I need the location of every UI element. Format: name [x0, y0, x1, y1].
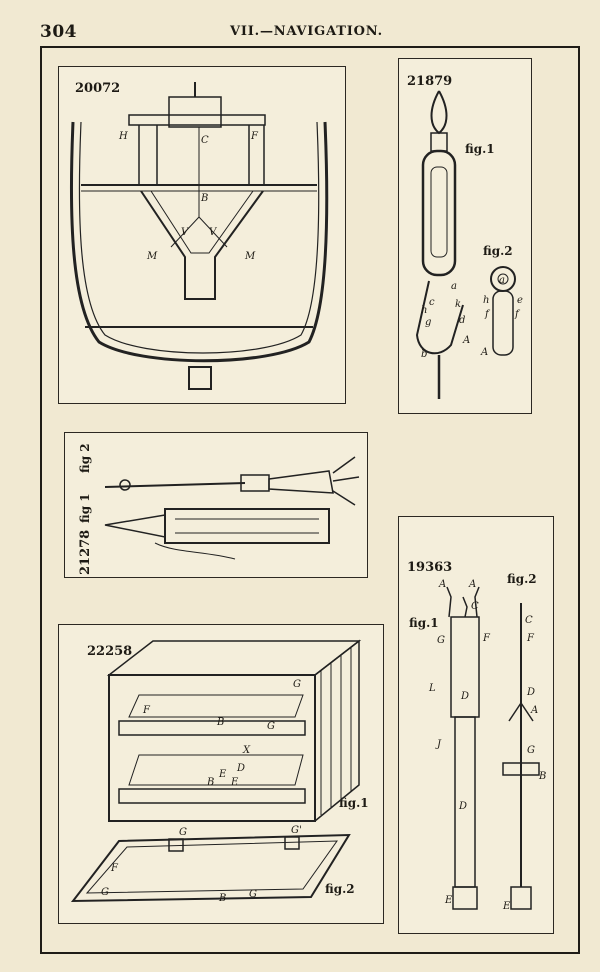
figure-19363: 19363 fig.1 fig.2 A A C G F L D J D E C … [398, 516, 554, 934]
letter: A [530, 705, 538, 716]
letter: G [437, 635, 445, 646]
figure-21278: 21278 fig 1 fig 2 [64, 432, 368, 578]
letter: A [468, 579, 476, 590]
letter: J [435, 739, 442, 750]
letter: X [242, 745, 251, 756]
patent-number-21879: 21879 [407, 74, 452, 89]
fig-label: fig.2 [483, 244, 513, 258]
letter: G [527, 745, 535, 756]
letter: A [462, 335, 470, 346]
letter: V [181, 227, 190, 238]
fig-label: fig.2 [507, 572, 537, 586]
letter: D [458, 801, 467, 812]
letter: h [421, 305, 427, 316]
fig-label: fig.1 [339, 796, 369, 810]
letter: D [460, 691, 469, 702]
plate-frame [40, 46, 580, 954]
letter: G [267, 721, 275, 732]
letter: C [471, 601, 479, 612]
letter: G [293, 679, 301, 690]
fig-label: fig.1 [465, 142, 495, 156]
letter: a [451, 281, 457, 292]
letter: F [142, 705, 151, 716]
patent-number-22258: 22258 [87, 644, 132, 659]
fig-label: fig 1 [78, 493, 92, 523]
patent-number-19363: 19363 [407, 560, 452, 575]
letter: d [459, 315, 465, 326]
running-head: VII.—NAVIGATION. [230, 24, 383, 39]
letter: D [236, 763, 245, 774]
letter: E [230, 777, 239, 788]
letter: g [425, 317, 431, 328]
letter: B [206, 777, 214, 788]
fig-label: fig 2 [78, 443, 92, 473]
letter: G [249, 889, 257, 900]
letter: M [244, 251, 256, 262]
letter: F [250, 131, 259, 142]
letter: L [428, 683, 436, 694]
letter: k [455, 299, 461, 310]
figure-21879: 21879 fig.1 fig.2 a c h k g d b A a h e … [398, 58, 532, 414]
letter: f [484, 309, 491, 320]
letter: G [101, 887, 109, 898]
letter: V [209, 227, 218, 238]
letter: F [110, 863, 119, 874]
fig-label: fig.2 [325, 882, 355, 896]
letter: E [502, 901, 511, 912]
letter: C [525, 615, 533, 626]
letter: A [438, 579, 446, 590]
figure-22258: 22258 fig.1 fig.2 F G B G E X D B E G G'… [58, 624, 384, 924]
letter: B [200, 193, 208, 204]
letter: f [514, 309, 521, 320]
letter: a [499, 275, 505, 286]
letter: e [517, 295, 523, 306]
fig-label: fig.1 [409, 616, 439, 630]
letter: H [118, 131, 128, 142]
letter: h [483, 295, 489, 306]
letter: C [201, 135, 209, 146]
letter: F [526, 633, 535, 644]
letter: F [482, 633, 491, 644]
letter: A [480, 347, 488, 358]
letter: D [526, 687, 535, 698]
letter: M [146, 251, 158, 262]
patent-number-21278: 21278 [78, 530, 93, 575]
letter: B [538, 771, 546, 782]
letter: b [421, 349, 427, 360]
letter: G [179, 827, 187, 838]
letter: G' [291, 825, 302, 836]
patent-number-20072: 20072 [75, 81, 120, 96]
page-number: 304 [40, 22, 77, 42]
figure-20072: 20072 H F C B V V M M [58, 66, 346, 404]
letter: E [444, 895, 453, 906]
letter: B [216, 717, 224, 728]
letter: c [429, 297, 435, 308]
letter: E [218, 769, 227, 780]
letter: B [218, 893, 226, 904]
